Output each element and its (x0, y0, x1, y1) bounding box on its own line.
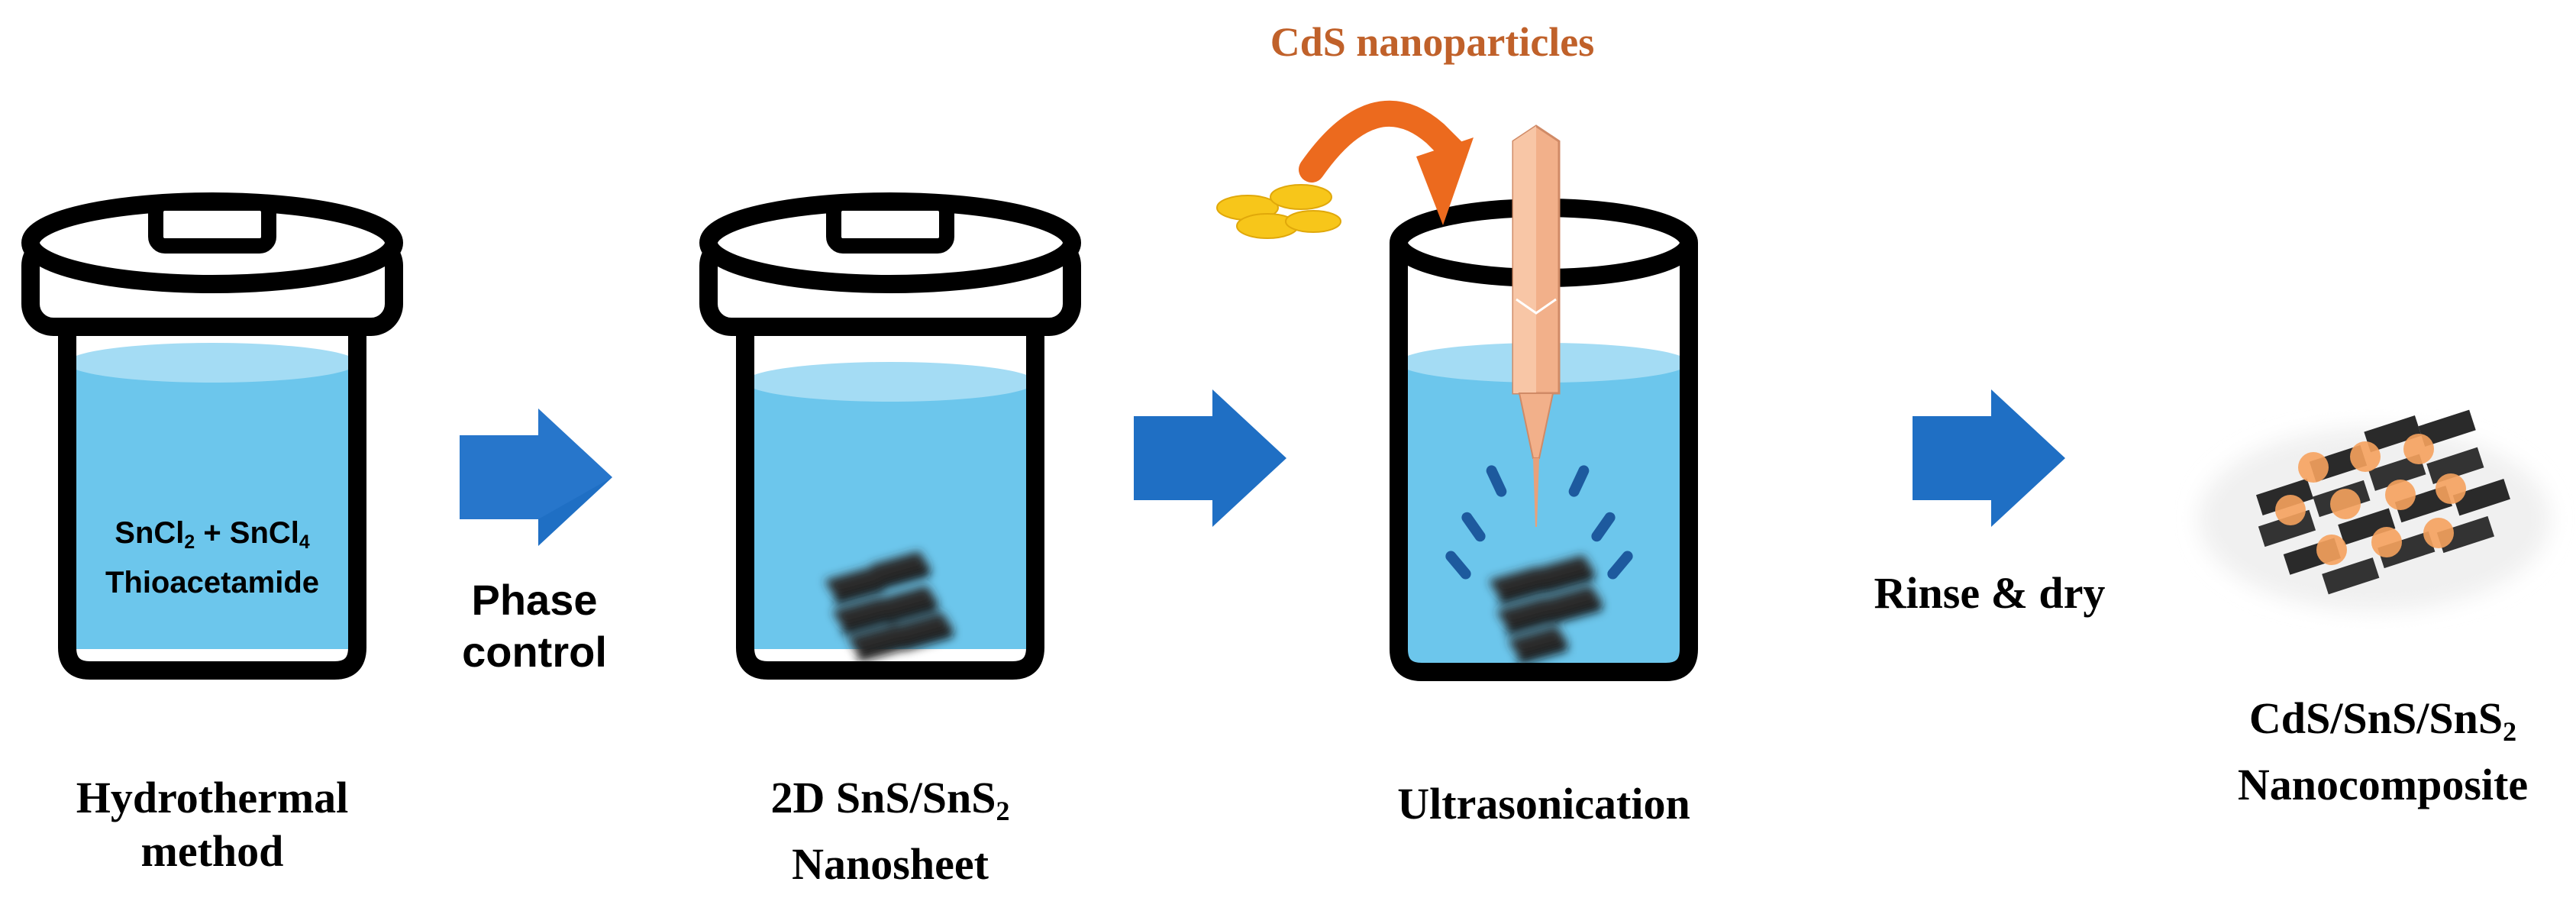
jar-1-liquid (67, 363, 357, 649)
flow-arrow-icon (1134, 389, 1286, 527)
jar-2 (699, 192, 1081, 680)
flow-arrow-icon (1913, 389, 2065, 527)
jar-1 (21, 192, 403, 680)
phase-control-label: Phase control (462, 576, 607, 676)
rinse-dry-label: Rinse & dry (1874, 568, 2106, 618)
nanocomposite-icon (2199, 409, 2550, 611)
jar-3-body (1390, 243, 1698, 681)
sonicator-probe-icon (1512, 124, 1561, 527)
jar-1-body (58, 305, 366, 680)
flow-arrow-icon (460, 409, 612, 546)
jar-1-knob (148, 195, 276, 254)
jar-2-body (736, 305, 1044, 680)
jar-1-liquid-surface (67, 343, 357, 383)
ultrasonication-label: Ultrasonication (1397, 779, 1690, 829)
jar-3 (1390, 124, 1698, 681)
jar-2-liquid-surface (745, 362, 1035, 402)
nanosheet-label: 2D SnS/SnS2 Nanosheet (770, 773, 1010, 890)
hydrothermal-method-label: Hydrothermal method (76, 773, 349, 876)
reagent-label: SnCl2 + SnCl4 Thioacetamide (105, 516, 320, 599)
ultrasonic-wave-icon (1445, 465, 1633, 580)
nanocomposite-label: CdS/SnS/SnS2 Nanocomposite (2237, 693, 2529, 810)
jar-2-knob (826, 195, 954, 254)
cds-particles-icon (1216, 184, 1341, 239)
curved-arrow-icon (1299, 100, 1474, 225)
cds-nanoparticles-label: CdS nanoparticles (1270, 19, 1595, 65)
